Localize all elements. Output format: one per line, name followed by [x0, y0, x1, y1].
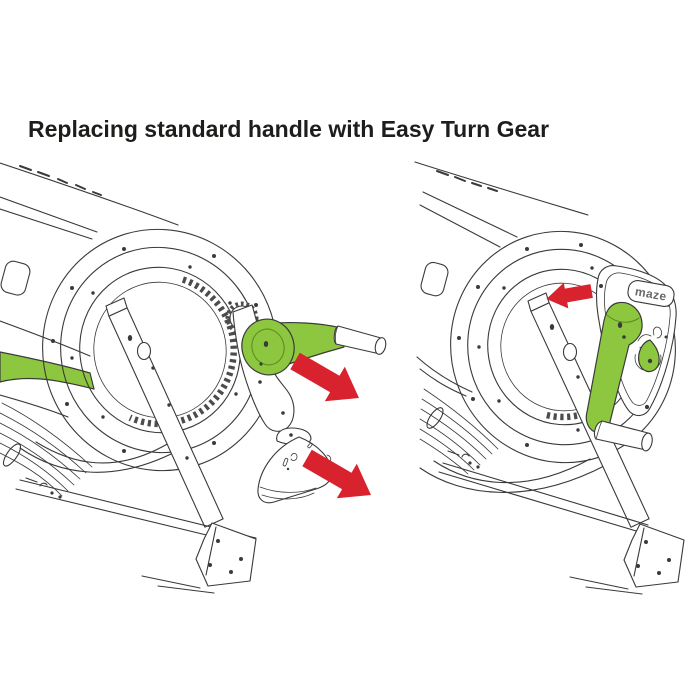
remove-handle-arrow-icon	[290, 352, 359, 402]
page-title: Replacing standard handle with Easy Turn…	[28, 116, 550, 142]
composter-drum	[0, 162, 189, 499]
foot-plate	[569, 523, 685, 595]
left-diagram-remove-handle	[0, 162, 387, 594]
cross-brace	[438, 462, 649, 534]
ring-gear	[128, 276, 237, 428]
locking-knob	[634, 326, 668, 373]
replacement-diagram: maze	[0, 161, 685, 595]
maze-logo: maze	[634, 284, 668, 303]
right-diagram-install-easy-turn-gear: maze	[414, 161, 685, 595]
vent-ribs	[419, 388, 499, 475]
vent-ribs	[0, 402, 93, 497]
drum-label-recess	[420, 261, 449, 297]
crank-arm	[585, 301, 653, 452]
drum-label-recess	[0, 260, 31, 296]
green-drum-stripe	[0, 351, 95, 390]
drum-slot	[426, 407, 444, 429]
drum-slot	[2, 443, 22, 467]
maze-logo-plate	[627, 280, 675, 307]
axle-hole	[136, 341, 152, 361]
standard-crank-handle	[241, 318, 387, 376]
axle-hole	[562, 342, 578, 362]
composter-drum	[414, 161, 607, 493]
install-arrow-icon	[546, 282, 593, 309]
